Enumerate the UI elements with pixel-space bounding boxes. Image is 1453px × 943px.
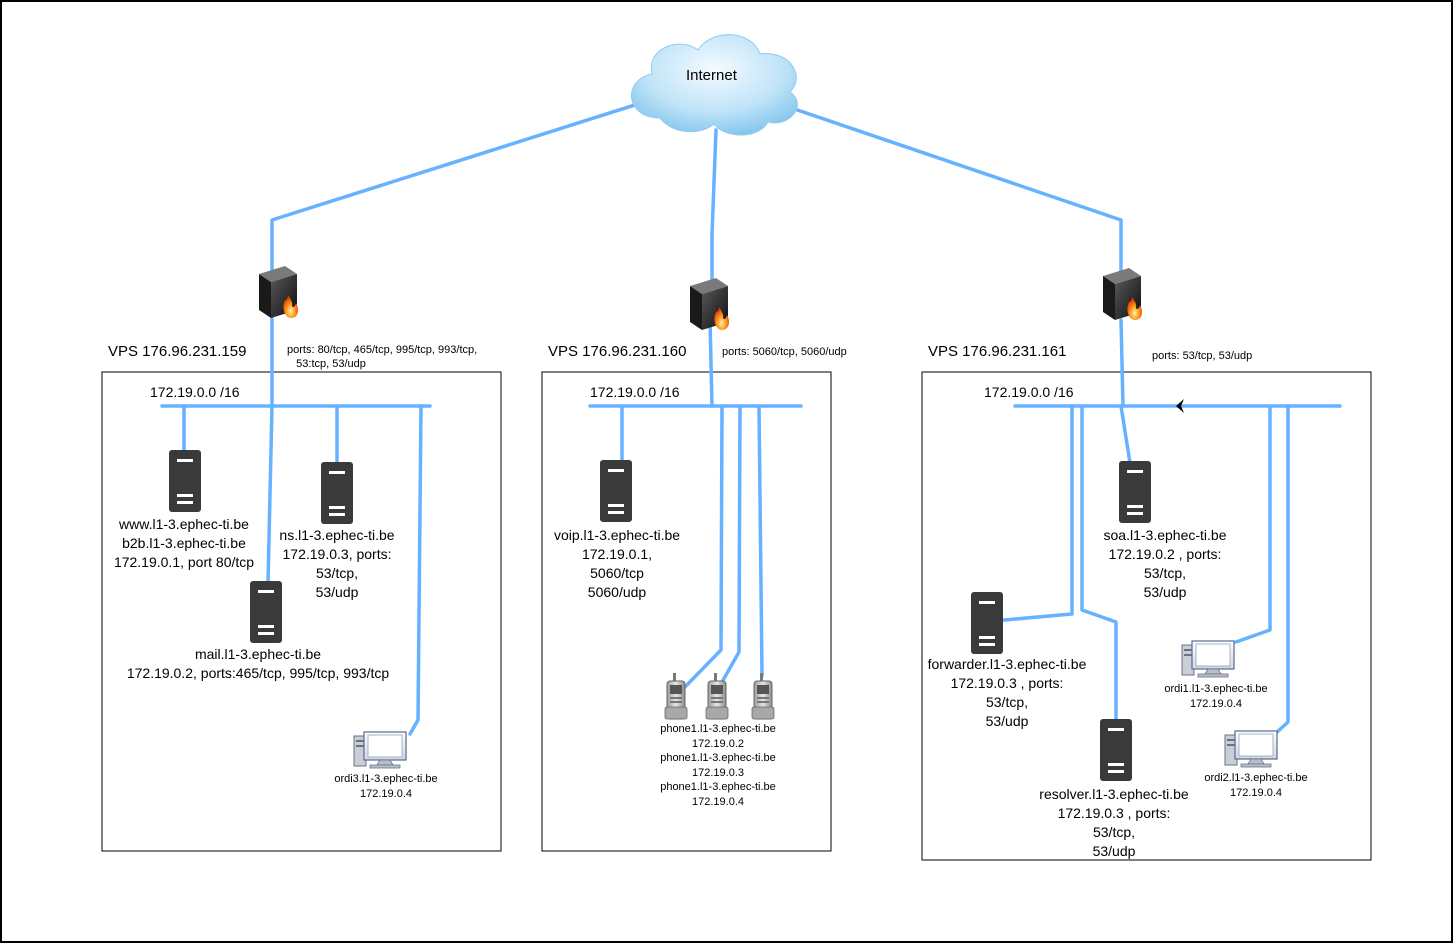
link-phone3 [757, 404, 764, 678]
firewall3-icon [1103, 268, 1143, 320]
ns-server-icon [321, 462, 353, 524]
ordi1-label: ordi1.l1-3.ephec-ti.be 172.19.0.4 [1164, 683, 1268, 710]
soa-server-icon [1119, 461, 1151, 523]
internet-label: Internet [686, 67, 737, 84]
resolver-label: resolver.l1-3.ephec-ti.be 172.19.0.3 , p… [1039, 786, 1189, 859]
ordi2-label: ordi2.l1-3.ephec-ti.be 172.19.0.4 [1204, 772, 1308, 799]
soa-label: soa.l1-3.ephec-ti.be 172.19.0.2 , ports:… [1103, 527, 1227, 600]
resolver-server-icon [1100, 719, 1132, 781]
vps1-ports: ports: 80/tcp, 465/tcp, 995/tcp, 993/tcp… [287, 344, 478, 371]
vps1-box [101, 371, 502, 852]
ordi1-pc-icon [1181, 640, 1235, 678]
link-fw2-bus [708, 318, 714, 408]
arrow-marker-icon [1176, 399, 1184, 413]
network-links [160, 95, 1342, 736]
vps3-title: VPS 176.96.231.161 [928, 343, 1067, 360]
vps2-box [541, 371, 832, 852]
phones-label: phone1.l1-3.ephec-ti.be 172.19.0.2 phone… [660, 723, 776, 808]
phone1-icon [664, 672, 688, 720]
vps2-title: VPS 176.96.231.160 [548, 343, 687, 360]
phone3-icon [751, 672, 775, 720]
link-ordi2 [1274, 404, 1290, 735]
www-label: www.l1-3.ephec-ti.be b2b.l1-3.ephec-ti.b… [113, 516, 255, 570]
voip-label: voip.l1-3.ephec-ti.be 172.19.0.1, 5060/t… [553, 527, 681, 600]
mail-label: mail.l1-3.ephec-ti.be 172.19.0.2, ports:… [126, 646, 390, 681]
voip-server-icon [600, 460, 632, 522]
link-fw3-bus [1119, 318, 1125, 408]
vps2-ports: ports: 5060/tcp, 5060/udp [722, 346, 847, 358]
link-soa [1119, 404, 1132, 465]
forwarder-label: forwarder.l1-3.ephec-ti.be 172.19.0.3 , … [927, 656, 1087, 729]
link-resolver [1080, 404, 1118, 724]
link-internet-fw3 [766, 98, 1123, 274]
link-forwarder [1002, 404, 1074, 622]
vps3-box [921, 371, 1372, 861]
vps2-subnet: 172.19.0.0 /16 [590, 384, 680, 400]
www-server-icon [169, 450, 201, 512]
firewall1-icon [259, 266, 299, 318]
link-internet-fw1 [270, 95, 662, 272]
vps3-ports: ports: 53/tcp, 53/udp [1152, 350, 1253, 362]
link-mail [266, 404, 274, 585]
link-internet-fw2 [710, 128, 718, 284]
internet-cloud-icon [630, 34, 798, 136]
firewall2-icon [690, 278, 730, 330]
vps1-subnet: 172.19.0.0 /16 [150, 384, 240, 400]
link-phone2 [720, 404, 742, 684]
forwarder-server-icon [971, 592, 1003, 654]
ns-label: ns.l1-3.ephec-ti.be 172.19.0.3, ports: 5… [279, 527, 395, 600]
ordi3-pc-icon [353, 731, 407, 769]
ordi2-pc-icon [1224, 730, 1278, 768]
ordi3-label: ordi3.l1-3.ephec-ti.be 172.19.0.4 [334, 773, 438, 800]
vps3-subnet: 172.19.0.0 /16 [984, 384, 1074, 400]
link-ordi3 [408, 404, 423, 736]
link-ordi1 [1234, 404, 1272, 644]
vps1-title: VPS 176.96.231.159 [108, 343, 247, 360]
link-phone1 [682, 404, 724, 690]
